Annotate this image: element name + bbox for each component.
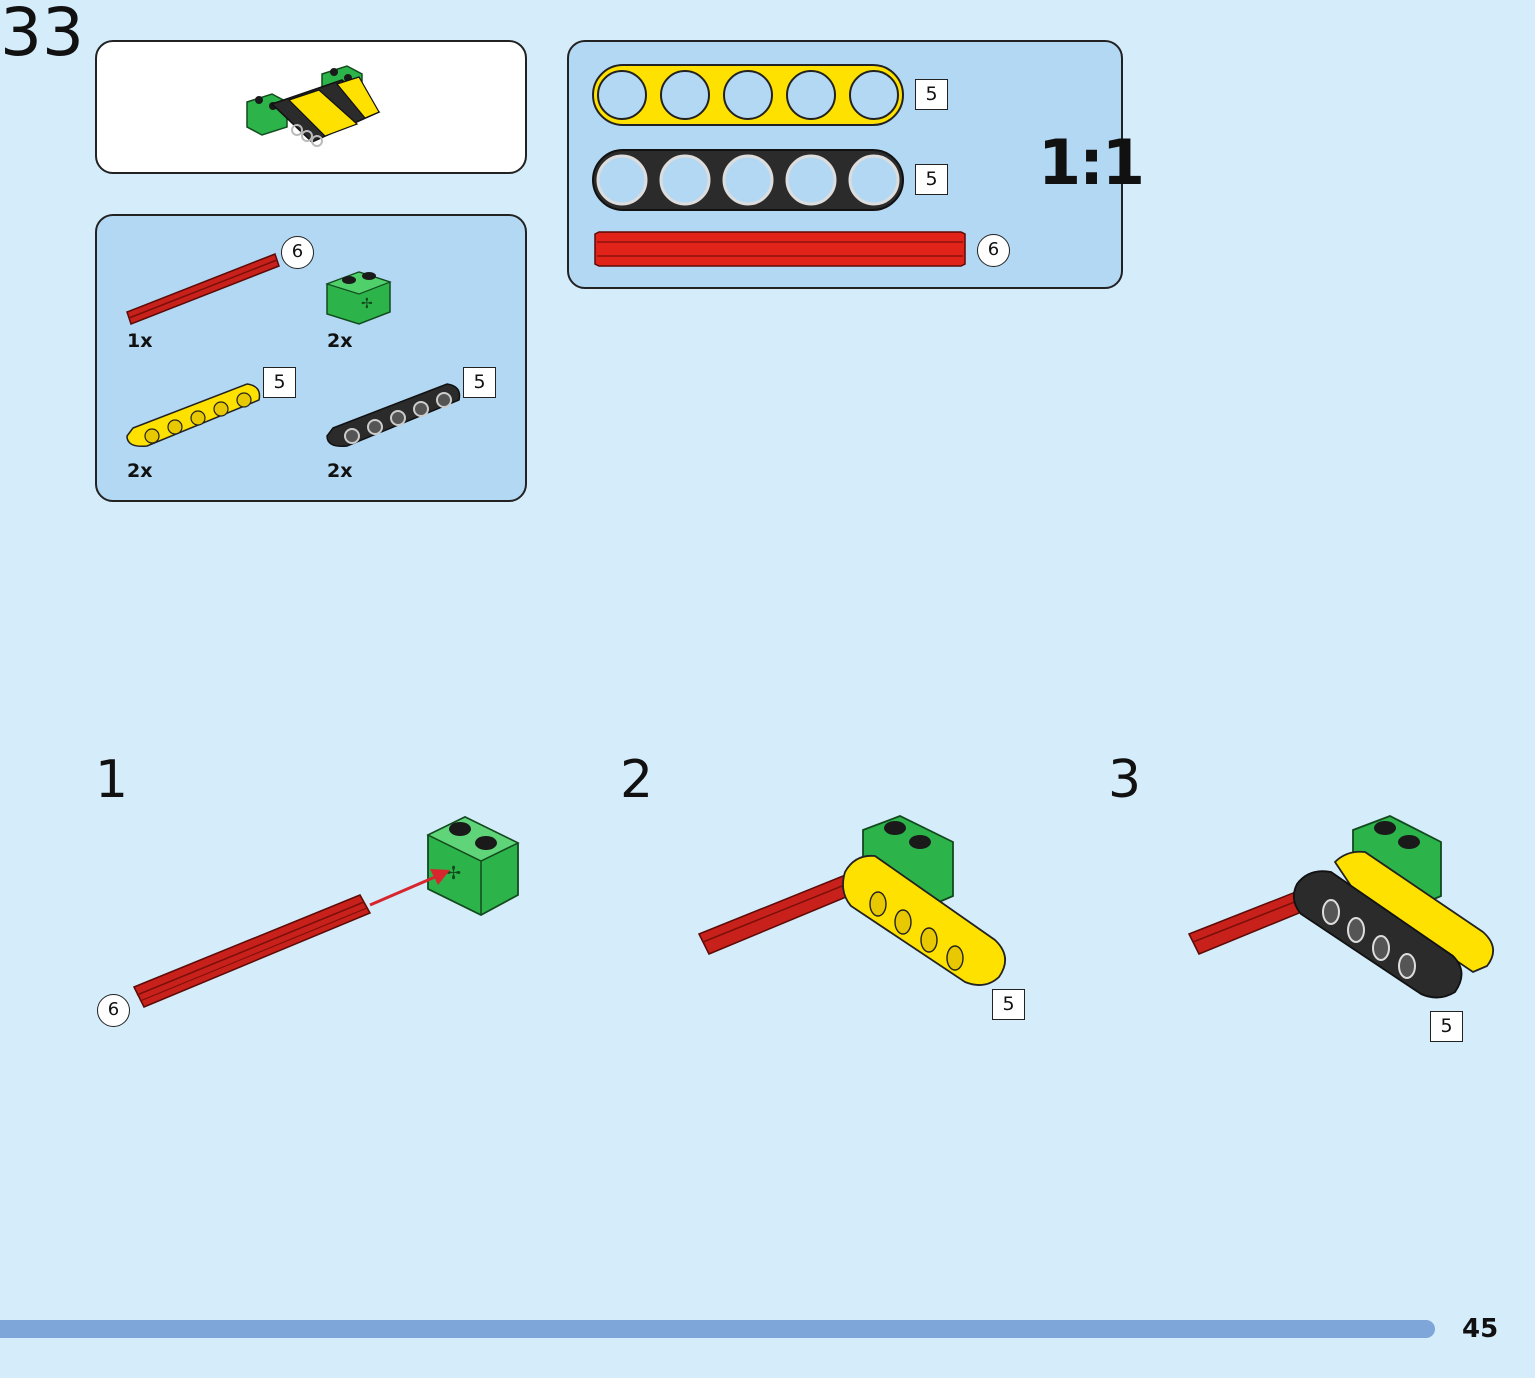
green-brick-image: ✢ xyxy=(426,815,520,917)
red-axle-scale-image xyxy=(594,231,966,267)
sub-step-1-number: 1 xyxy=(95,750,129,810)
axle-length-callout: 6 xyxy=(281,236,314,269)
yellow-beam-length-callout: 5 xyxy=(263,367,296,398)
svg-text:✢: ✢ xyxy=(446,863,461,884)
scale-guide-illustrations xyxy=(592,64,966,267)
sub-step-1-axle-callout: 6 xyxy=(97,994,130,1027)
green-brick-part-image: ✢ xyxy=(325,271,392,325)
black-beam-scale-callout: 5 xyxy=(915,164,948,195)
parts-illustrations: ✢ xyxy=(126,253,461,448)
red-axle-part-image xyxy=(126,253,280,325)
red-axle-image xyxy=(132,894,372,1008)
assembly-preview-image xyxy=(246,65,381,147)
green-brick-quantity: 2x xyxy=(327,330,353,352)
parts-list-panel: ✢ 6 1x 2x 5 2x 5 2x xyxy=(95,214,527,502)
footer-progress-bar xyxy=(0,1320,1435,1338)
yellow-beam-scale-callout: 5 xyxy=(915,79,948,110)
yellow-beam-scale-image xyxy=(592,64,904,126)
black-beam-quantity: 2x xyxy=(327,460,353,482)
sub-step-3-illustration xyxy=(1187,815,1494,999)
insert-arrow-icon xyxy=(369,869,450,907)
main-step-number: 33 xyxy=(0,0,84,71)
sub-step-2-beam-callout: 5 xyxy=(992,989,1025,1020)
yellow-beam-image xyxy=(1333,850,1494,974)
yellow-beam-quantity: 2x xyxy=(127,460,153,482)
black-beam-image xyxy=(1292,870,1463,999)
sub-step-2-illustration xyxy=(697,815,1006,986)
scale-guide-panel: 5 5 6 xyxy=(567,40,1123,289)
black-beam-part-image xyxy=(326,383,461,448)
sub-step-3-number: 3 xyxy=(1108,750,1142,810)
sub-step-1-illustration: ✢ xyxy=(132,815,520,1008)
axle-scale-callout: 6 xyxy=(977,234,1010,267)
red-axle-image xyxy=(697,871,865,955)
yellow-beam-image xyxy=(842,854,1006,986)
black-beam-scale-image xyxy=(592,149,904,211)
page-number: 45 xyxy=(1462,1314,1499,1344)
svg-text:✢: ✢ xyxy=(361,296,373,312)
sub-step-3-beam-callout: 5 xyxy=(1430,1011,1463,1042)
scale-label: 1:1 xyxy=(1038,126,1145,199)
black-beam-length-callout: 5 xyxy=(463,367,496,398)
sub-step-2-number: 2 xyxy=(620,750,654,810)
axle-quantity: 1x xyxy=(127,330,153,352)
yellow-beam-part-image xyxy=(126,383,261,448)
assembly-preview-panel xyxy=(95,40,527,174)
